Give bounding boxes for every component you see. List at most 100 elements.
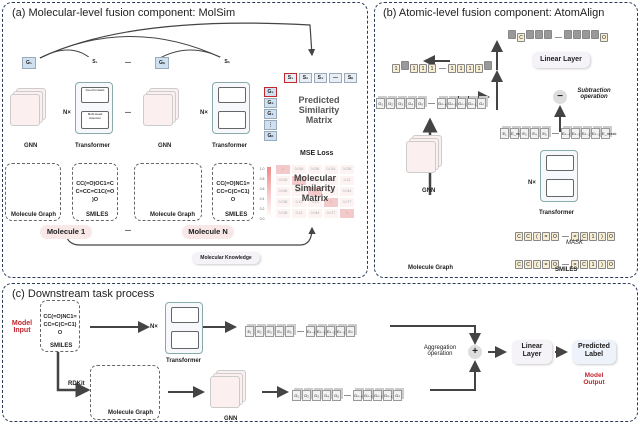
e-cube: E₅ (285, 326, 294, 337)
e-cube: Eₙ₋₁ (591, 128, 600, 139)
e-cube: E₄ (530, 128, 539, 139)
colorbar-tick: 1.0 (259, 167, 265, 171)
matrix-cell: 0.07 (324, 176, 338, 185)
smiles-token: 1 (589, 260, 597, 269)
smiles-token: = (542, 260, 550, 269)
mask-label: MASK (566, 240, 584, 246)
transformer-block-n (212, 82, 250, 134)
gnn-label: GNN (224, 416, 238, 422)
panel-molsim (2, 2, 368, 278)
embedding-sn: Sₙ (220, 57, 234, 69)
panel-a-title: (a) Molecular-level fusion component: Mo… (12, 7, 236, 19)
nx-label: N× (63, 110, 71, 116)
matrix-cell: 1 (308, 187, 322, 196)
molecule-graph-label: Molecule Graph (11, 212, 57, 218)
aggregation-label: Aggregation operation (423, 345, 457, 357)
output-token (591, 30, 599, 39)
matrix-cell: 0.12 (340, 176, 354, 185)
e-cube: Eₙ₋₃ (316, 326, 325, 337)
e-cube: Eₙ₋₄ (561, 128, 570, 139)
masked-smiles-token: O (607, 232, 615, 241)
label-token: 1 (428, 64, 436, 73)
gnn-stack-n (143, 88, 179, 126)
smiles-token: C (524, 260, 532, 269)
e-cube: Eₙ (346, 326, 355, 337)
colorbar (267, 167, 271, 217)
g-cube: G₂ (386, 98, 395, 109)
e-cube: E₅ (540, 128, 549, 139)
smiles-text-n: CC(=O)NC1= CC=C(C=C1) O (216, 181, 250, 203)
masked-smiles-token: = (542, 232, 550, 241)
molecule-n-label: Molecule N (182, 225, 234, 239)
matrix-col-header: S₁ (284, 73, 297, 83)
matrix-cell: 0.038 (276, 198, 290, 207)
g-cube: Gₙ₋₃ (447, 98, 456, 109)
predicted-matrix-title: Predicted Similarity Matrix (298, 95, 340, 125)
masked-smiles-token: C (515, 232, 523, 241)
linear-layer: Linear Layer (532, 52, 590, 68)
transformer-label: Transformer (212, 143, 248, 149)
gnn-stack-1 (10, 88, 46, 126)
rdkit-label: RDKit (68, 381, 85, 387)
nx-label: N× (528, 180, 536, 186)
matrix-col-header: S₂ (299, 73, 312, 83)
smiles-label: SMILES (86, 212, 109, 218)
smiles-box-c (40, 300, 80, 352)
e-cube: E_mask (510, 128, 525, 139)
g-cube: Gₙ₋₃ (363, 390, 372, 401)
transformer-block-1: Feed Forward Multi-Head Attention (75, 82, 113, 134)
smiles-token: = (571, 260, 579, 269)
e-cube: E₄ (275, 326, 284, 337)
matrix-row-header: G₃ (264, 109, 277, 119)
smiles-label: SMILES (225, 212, 248, 218)
smiles-box-1 (72, 163, 118, 221)
matrix-cell: 0.028 (276, 209, 290, 218)
molecule-graph-box-c (90, 365, 160, 420)
matrix-col-header: S₃ (314, 73, 327, 83)
output-token: C (517, 33, 525, 42)
e-cube: E₂ (255, 326, 264, 337)
molecule-graph-label: Molecule Graph (408, 265, 454, 271)
predicted-label-box: Predicted Label (572, 340, 616, 364)
smiles-token: ) (598, 260, 606, 269)
masked-smiles-token: = (571, 232, 579, 241)
matrix-cell: 0.12 (292, 198, 306, 207)
g-cube: G₃ (396, 98, 405, 109)
g-cube: Gₙ₋₁ (383, 390, 392, 401)
label-token (484, 61, 492, 70)
e-cube: E₃ (520, 128, 529, 139)
separator: — (297, 328, 304, 335)
e-cube: E₁ (500, 128, 509, 139)
output-token (508, 30, 516, 39)
model-output-label: Model Output (583, 372, 605, 386)
masked-smiles-token: C (524, 232, 532, 241)
e-cube: E₃ (265, 326, 274, 337)
label-token: 1 (448, 64, 456, 73)
ellipsis: — (125, 228, 131, 234)
matrix-row-header: G₁ (264, 87, 277, 97)
matrix-cell: 0.018 (292, 165, 306, 174)
matrix-cell: 0.077 (340, 198, 354, 207)
matrix-cell: 0.036 (308, 165, 322, 174)
label-token: 1 (392, 64, 400, 73)
smiles-token: O (551, 260, 559, 269)
g-cube: G₁ (292, 390, 301, 401)
molecule-graph-label: Molecule Graph (150, 212, 196, 218)
e-cube: Eₙ₋₁ (336, 326, 345, 337)
g-cube: G₄ (322, 390, 331, 401)
output-token (544, 30, 552, 39)
g-cube: G₅ (332, 390, 341, 401)
gnn-label: GNN (158, 143, 172, 149)
masked-smiles-token: ) (598, 232, 606, 241)
embedding-gn: Gₙ (155, 57, 169, 69)
smiles-label: SMILES (50, 343, 73, 349)
matrix-cell: 0.07 (292, 187, 306, 196)
panel-downstream (2, 283, 638, 422)
colorbar-tick: 0.6 (259, 187, 265, 191)
separator: — (555, 34, 562, 41)
colorbar-tick: 0.0 (259, 217, 265, 221)
